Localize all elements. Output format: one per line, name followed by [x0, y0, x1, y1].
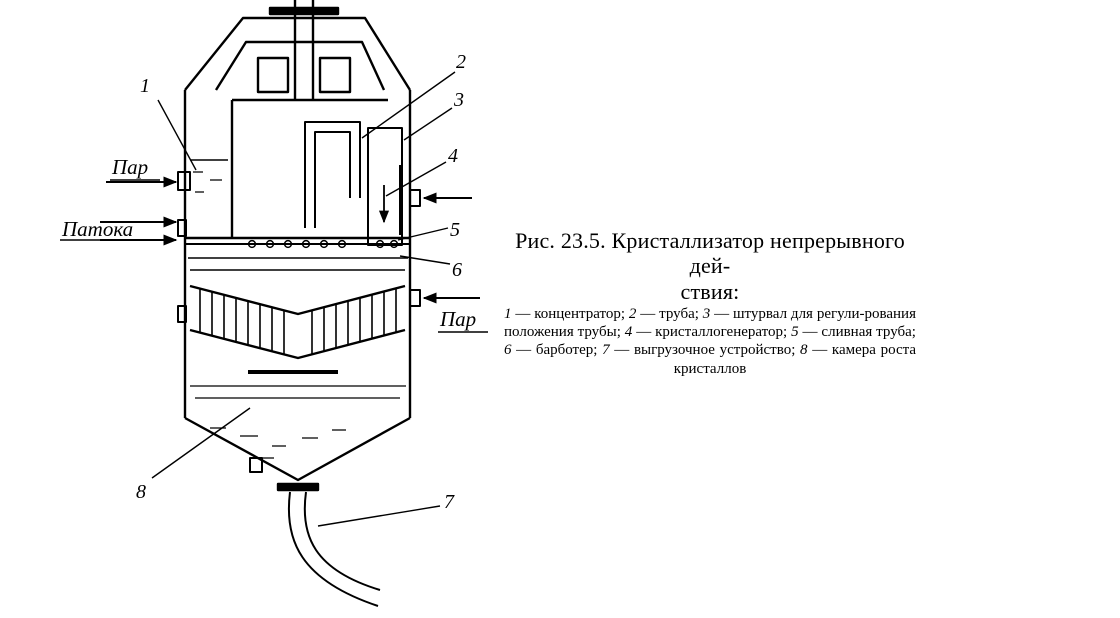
legend-item: 4 — кристаллогенератор;	[624, 324, 792, 341]
label-1: 1	[140, 75, 150, 97]
liquid-lines-1	[193, 171, 222, 193]
leader-7	[317, 505, 441, 527]
leader-1	[157, 99, 197, 171]
nozzle-bottom	[249, 457, 263, 473]
top-outlet-pipe	[293, 0, 315, 100]
nozzle-molasses	[177, 219, 187, 237]
leader-6	[399, 255, 451, 265]
vessel-roof	[184, 16, 412, 91]
nozzle-steam-right	[409, 189, 421, 207]
leader-4	[385, 161, 447, 197]
legend-item: 7 — выгрузочное устройство;	[602, 342, 801, 359]
liquid-surface-2	[188, 257, 408, 271]
nozzle-steam-left	[177, 171, 191, 191]
discharge-flange	[276, 482, 320, 492]
caption-title: Рис. 23.5. Кристаллизатор непрерывного д…	[504, 228, 916, 304]
legend-item: 3 — штурвал для регули-рования положения…	[504, 305, 916, 341]
flow-steam-right: Пар	[439, 307, 476, 331]
legend-item: 1 — концентратор;	[504, 305, 629, 322]
label-7: 7	[444, 491, 455, 513]
tube-bundle-tubes	[199, 289, 397, 354]
caption-title-cont: ствия:	[680, 278, 740, 304]
flow-steam-left: Пар	[111, 155, 148, 179]
leader-3	[403, 107, 453, 141]
label-8: 8	[136, 481, 146, 503]
roof-deflector-right	[318, 56, 352, 94]
leader-5	[397, 227, 449, 241]
label-6: 6	[452, 259, 462, 281]
roof-baffle	[214, 40, 386, 91]
housing-3	[367, 127, 403, 246]
legend-item: 8 — камера роста кристаллов	[673, 342, 917, 377]
bubbler-holes	[247, 239, 399, 249]
label-4: 4	[448, 145, 458, 167]
nozzle-bundle-left	[177, 305, 187, 323]
pipe-2	[304, 121, 361, 228]
legend-item: 5 — сливная труба;	[791, 324, 916, 341]
label-3: 3	[453, 89, 464, 111]
cone-liquid-lines	[210, 427, 346, 459]
label-5: 5	[450, 219, 460, 241]
discharge-hose	[287, 491, 381, 607]
liquid-lines-3	[190, 385, 406, 399]
roof-deflector-left	[256, 56, 290, 94]
leader-8	[151, 407, 251, 479]
caption-legend: 1 — концентратор; 2 — труба; 3 — штурвал…	[504, 305, 916, 378]
leader-2	[361, 71, 456, 139]
nozzle-bundle-right	[409, 289, 421, 307]
legend-item: 2 — труба;	[628, 305, 703, 322]
concentrator-wall	[230, 98, 388, 238]
tube-bundle-top	[189, 284, 406, 316]
top-outlet-flange	[268, 6, 340, 16]
crystal-generator	[367, 165, 401, 235]
label-2: 2	[456, 51, 466, 73]
caption-title-line: Рис. 23.5. Кристаллизатор непрерывного д…	[515, 228, 905, 279]
tube-bundle-bottom	[189, 328, 406, 360]
growth-chamber-cone	[184, 416, 411, 482]
flow-molasses: Патока	[61, 217, 133, 241]
legend-item: 6 — барботер;	[504, 342, 603, 359]
figure-caption: Рис. 23.5. Кристаллизатор непрерывного д…	[504, 228, 916, 378]
